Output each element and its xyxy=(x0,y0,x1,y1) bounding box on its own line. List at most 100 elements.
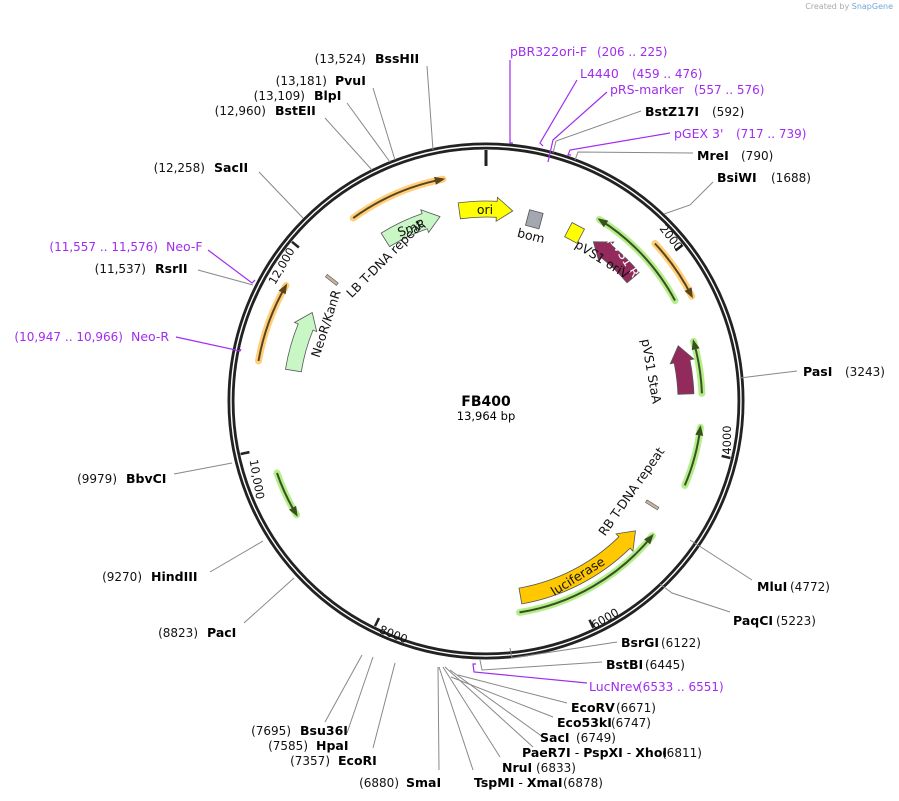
orf-arrowhead xyxy=(597,218,609,228)
site-position: (7585) xyxy=(268,739,308,753)
feature-pvs1-repa[interactable] xyxy=(592,241,640,284)
site-name: MreI xyxy=(697,148,729,163)
primer-name: Neo-F xyxy=(166,239,203,254)
tick-mark xyxy=(588,619,595,629)
site-name: PasI xyxy=(803,364,832,379)
site-mlui[interactable]: MluI(4772) xyxy=(757,579,830,594)
primer-neo-r[interactable]: (10,947 .. 10,966)Neo-R xyxy=(14,329,169,344)
feature-ori[interactable] xyxy=(457,196,514,223)
site-saci[interactable]: SacI(6749) xyxy=(540,730,616,745)
site-rsrii[interactable]: (11,537)RsrII xyxy=(95,261,188,276)
site-paer7i-pspxi-xhoi[interactable]: PaeR7I - PspXI - XhoI(6811) xyxy=(522,745,702,760)
feature-layer xyxy=(285,196,695,605)
primer-prs-marker[interactable]: pRS-marker(557 .. 576) xyxy=(610,82,764,97)
site-position: (6445) xyxy=(645,658,685,672)
site-bsteii[interactable]: (12,960)BstEII xyxy=(215,103,316,118)
site-pvui[interactable]: (13,181)PvuI xyxy=(276,73,366,88)
site-bsrgi[interactable]: BsrGI(6122) xyxy=(621,635,701,650)
site-position: (4772) xyxy=(790,580,830,594)
site-hpai[interactable]: (7585) HpaI xyxy=(268,738,348,753)
site-position: (6122) xyxy=(661,636,701,650)
feature-luciferase[interactable] xyxy=(518,530,636,605)
primer-pbr322ori-f[interactable]: pBR322ori-F (206 .. 225) xyxy=(510,44,667,59)
feature-neor-kanr[interactable] xyxy=(285,311,318,373)
feature-bom[interactable] xyxy=(524,209,544,230)
site-position: (3243) xyxy=(845,365,885,379)
site-paci[interactable]: (8823) PacI xyxy=(158,625,236,640)
feature-label-lb-tdna-repeat[interactable]: LB T-DNA repeat xyxy=(343,217,426,300)
site-position: (7695) xyxy=(251,724,291,738)
primer-position: (11,557 .. 11,576) xyxy=(49,240,158,254)
site-position: (790) xyxy=(741,149,773,163)
site-name: BstBI xyxy=(606,657,643,672)
site-name: Eco53kI xyxy=(557,715,612,730)
snapgene-credit: Created by SnapGene xyxy=(805,2,893,11)
site-blpi[interactable]: (13,109)BlpI xyxy=(254,88,342,103)
site-pasi[interactable]: PasI (3243) xyxy=(803,364,885,379)
primer-name: pGEX 3' xyxy=(674,126,723,141)
site-hindiii[interactable]: (9270)HindIII xyxy=(102,569,197,584)
tick-label-8000: 8000 xyxy=(377,622,409,646)
site-name: HpaI xyxy=(316,738,349,753)
site-name: MluI xyxy=(757,579,787,594)
site-name: EcoRV xyxy=(571,700,615,715)
tick-mark xyxy=(240,450,250,456)
site-smai[interactable]: (6880)SmaI xyxy=(359,775,441,790)
site-bsiwi[interactable]: BsiWI(1688) xyxy=(717,170,811,185)
feature-lb-t-dna-repeat[interactable] xyxy=(324,274,339,286)
site-position: (1688) xyxy=(771,171,811,185)
site-name: BbvCI xyxy=(126,471,166,486)
tick-mark xyxy=(373,617,381,627)
site-position: (8823) xyxy=(158,626,198,640)
site-name: EcoRI xyxy=(338,753,377,768)
feature-rb-t-dna-repeat[interactable] xyxy=(645,499,660,511)
site-name: HindIII xyxy=(151,569,198,584)
site-name: SmaI xyxy=(406,775,441,790)
site-position: (12,258) xyxy=(154,161,205,175)
site-bstz17i[interactable]: BstZ17I(592) xyxy=(645,104,744,119)
plasmid-name: FB400 xyxy=(461,394,511,410)
site-ecori[interactable]: (7357)EcoRI xyxy=(290,753,377,768)
orf-arrowhead xyxy=(278,283,288,295)
site-name: PvuI xyxy=(335,73,366,88)
site-position: (13,524) xyxy=(315,52,366,66)
feature-label-bom[interactable]: bom xyxy=(516,225,547,246)
orf-arrowhead xyxy=(289,505,298,517)
feature-pvs1-oriv[interactable] xyxy=(564,222,586,244)
site-tspmi-xmai[interactable]: TspMI - XmaI(6878) xyxy=(474,775,603,790)
site-position: (11,537) xyxy=(95,262,146,276)
site-position: (5223) xyxy=(776,614,816,628)
site-bsshii[interactable]: (13,524)BssHII xyxy=(315,51,420,66)
orf-layer xyxy=(255,175,706,616)
site-ecorv[interactable]: EcoRV(6671) xyxy=(571,700,656,715)
site-nrui[interactable]: NruI(6833) xyxy=(502,760,576,775)
primer-name: pBR322ori-F xyxy=(510,44,587,59)
site-leaders xyxy=(173,60,798,771)
site-position: (6671) xyxy=(616,701,656,715)
site-sacii[interactable]: (12,258)SacII xyxy=(154,160,249,175)
primer-neo-f[interactable]: (11,557 .. 11,576) Neo-F xyxy=(49,239,202,254)
feature-label-rb-tdna-repeat[interactable]: RB T-DNA repeat xyxy=(595,444,667,538)
site-eco53ki[interactable]: Eco53kI(6747) xyxy=(557,715,651,730)
orf-line[interactable] xyxy=(598,218,676,301)
primer-pgex3[interactable]: pGEX 3'(717 .. 739) xyxy=(674,126,806,141)
orf-line[interactable] xyxy=(519,535,654,614)
site-position: (6811) xyxy=(662,746,702,760)
site-bsu36i[interactable]: (7695)Bsu36I xyxy=(251,723,348,738)
site-bbvci[interactable]: (9979)BbvCI xyxy=(77,471,166,486)
feature-pvs1-staa[interactable] xyxy=(669,345,695,395)
plasmid-length: 13,964 bp xyxy=(457,409,516,423)
site-name: PacI xyxy=(207,625,236,640)
primer-l4440[interactable]: L4440(459 .. 476) xyxy=(580,66,702,81)
orf-line[interactable] xyxy=(352,178,443,219)
feature-smr[interactable] xyxy=(380,209,441,248)
feature-label-pvs1-staa[interactable]: pVS1 StaA xyxy=(638,338,664,405)
feature-label-ori[interactable]: ori xyxy=(477,202,493,217)
primer-position: (206 .. 225) xyxy=(597,45,667,59)
primer-position: (557 .. 576) xyxy=(694,83,764,97)
primer-lucnrev[interactable]: LucNrev(6533 .. 6551) xyxy=(589,679,724,694)
site-bstbi[interactable]: BstBI(6445) xyxy=(606,657,685,672)
site-paqci[interactable]: PaqCI(5223) xyxy=(733,613,816,628)
primer-position: (459 .. 476) xyxy=(632,67,702,81)
site-mrei[interactable]: MreI (790) xyxy=(697,148,773,163)
